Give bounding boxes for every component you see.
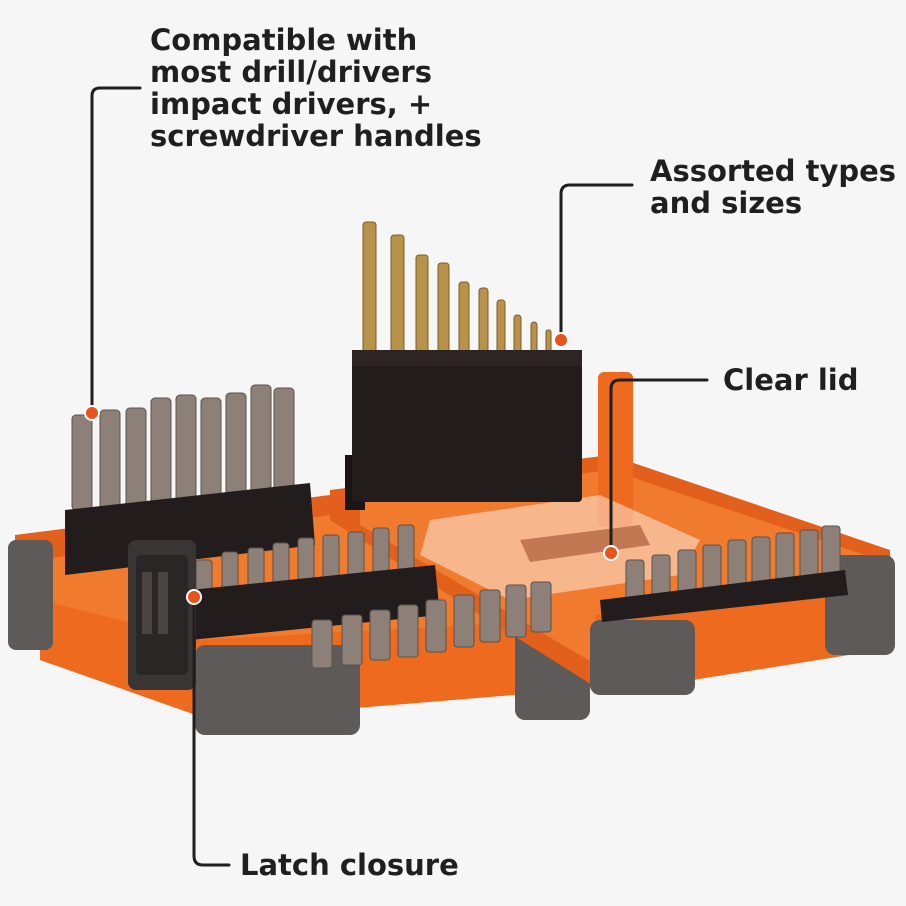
short-bits-row-1	[195, 524, 415, 596]
latch-closure	[128, 540, 196, 690]
latch-leader-line	[192, 598, 231, 867]
callout-line: screwdriver handles	[150, 119, 482, 153]
corner-pad	[8, 540, 53, 650]
callout-line: impact drivers, +	[150, 87, 433, 121]
callout-line: Latch closure	[240, 848, 459, 882]
callout-lines	[90, 86, 709, 867]
right-bit-holder	[600, 525, 848, 622]
callout-line: Compatible with	[150, 23, 418, 57]
long-bits	[71, 384, 295, 511]
callout-dot-icon	[84, 405, 100, 421]
callout-assorted: Assorted types and sizes	[650, 155, 896, 219]
callout-markers	[84, 332, 619, 605]
short-bits-row-2	[311, 581, 552, 669]
callout-dot-icon	[186, 589, 202, 605]
short-bit-holder	[190, 524, 552, 669]
clear-lid-leader-line	[609, 378, 709, 550]
drill-bits	[362, 221, 552, 358]
right-bits	[625, 525, 841, 609]
callout-dot-icon	[603, 545, 619, 561]
callout-line: Clear lid	[723, 363, 859, 397]
callout-clear-lid: Clear lid	[723, 364, 859, 396]
callout-latch: Latch closure	[240, 849, 459, 881]
callout-line: Assorted types	[650, 154, 897, 188]
drill-bit-holder	[345, 221, 582, 510]
callout-line: most drill/drivers	[150, 55, 432, 89]
assorted-leader-line	[559, 183, 634, 340]
corner-pad	[590, 620, 695, 695]
callout-line: and sizes	[650, 186, 803, 220]
callout-compatible: Compatible with most drill/drivers impac…	[150, 24, 482, 152]
corner-pad	[195, 645, 360, 735]
compatible-leader-line	[90, 86, 142, 412]
callout-dot-icon	[553, 332, 569, 348]
